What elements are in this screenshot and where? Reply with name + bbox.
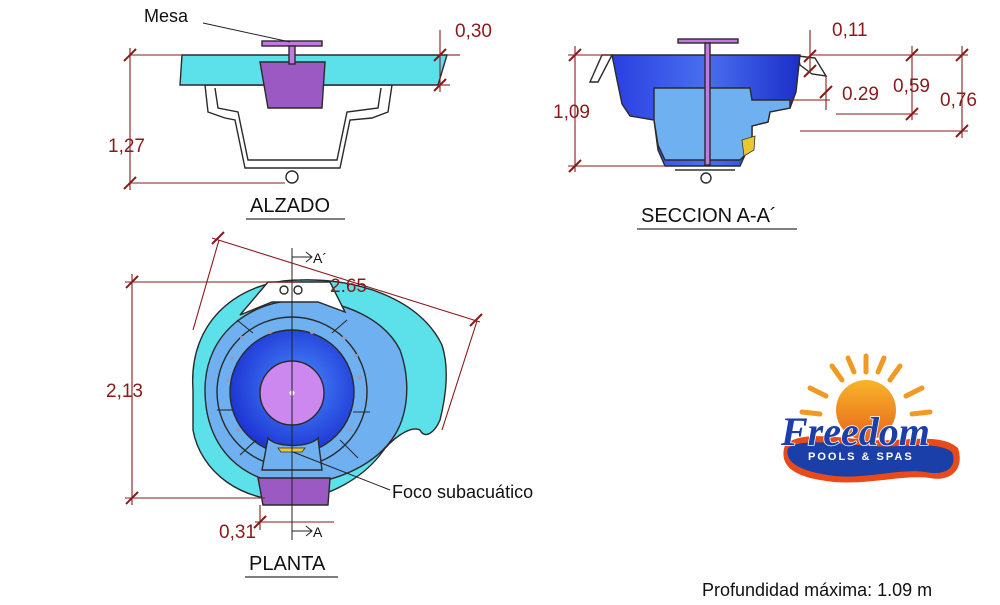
logo-brand-text: Freedom: [780, 409, 930, 454]
planta-step-dimension: 0,31: [219, 522, 256, 543]
section-rim-dimension: 0,11: [832, 20, 868, 41]
section-table-stem: [704, 42, 711, 166]
section-drain-icon: [700, 172, 712, 184]
section-step-dimension-3: 0,76: [940, 90, 977, 111]
mesa-label: Mesa: [144, 6, 189, 26]
section-depth-dimension: 1,09: [553, 102, 590, 123]
planta-length-dimension: 2.65: [330, 276, 367, 297]
freedom-logo: Freedom POOLS & SPAS: [779, 353, 960, 483]
alzado-title: ALZADO: [250, 195, 330, 217]
seccion-title: SECCION A-A´: [641, 205, 777, 227]
alzado-table-base: [259, 61, 326, 109]
max-depth-note: Profundidad máxima: 1.09 m: [702, 580, 933, 600]
foco-label: Foco subacuático: [392, 482, 533, 502]
section-step-dimension-1: 0.29: [842, 84, 879, 105]
seccion-view: 1,09 0,11 0.29 0,59 0,76 SECCION A-A´: [553, 20, 977, 230]
logo-subtitle-text: POOLS & SPAS: [808, 451, 914, 463]
alzado-table-top: [261, 40, 323, 47]
alzado-view: Mesa 1,27 0,30 ALZADO: [108, 6, 492, 220]
alzado-height-dimension: 1,27: [108, 136, 145, 157]
section-marker-top: A´: [313, 250, 327, 266]
alzado-top-dimension: 0,30: [455, 21, 492, 42]
section-light: [741, 135, 756, 157]
section-step-dimension-2: 0,59: [893, 76, 930, 97]
logo-wave-blue: [787, 442, 954, 477]
section-marker-bottom: A: [313, 524, 323, 540]
alzado-table-stem: [288, 45, 296, 65]
planta-view: A´ A Foco subacuático 2,13 2.65 0,31 PLA…: [106, 231, 533, 578]
foco-leader-line: [292, 451, 391, 491]
planta-title: PLANTA: [249, 553, 326, 575]
alzado-inner-line: [214, 87, 382, 161]
drain-icon: [285, 170, 299, 184]
sun-icon: [799, 353, 933, 440]
planta-width-dimension: 2,13: [106, 381, 143, 402]
planta-jets: [226, 330, 362, 432]
mesa-leader-line: [202, 22, 291, 43]
section-seat: [653, 87, 791, 161]
planta-purple-step: [257, 477, 331, 506]
section-right-rim: [797, 55, 828, 77]
alzado-body: [204, 84, 393, 169]
section-left-rim: [588, 54, 614, 83]
